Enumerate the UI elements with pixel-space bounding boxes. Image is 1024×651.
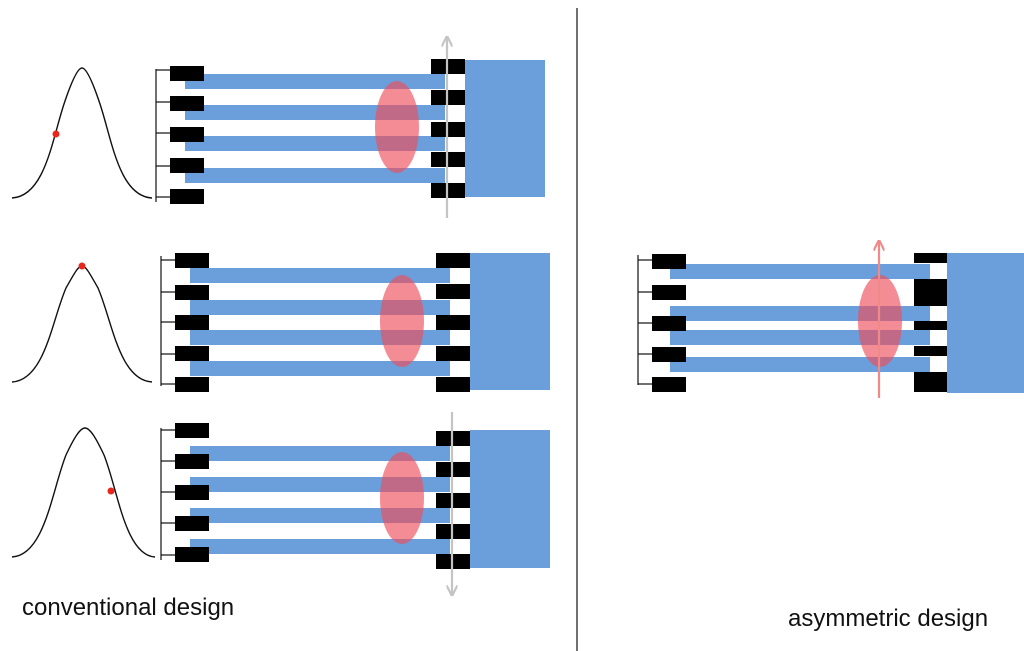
gaussian-curve-icon xyxy=(11,67,153,199)
input-electrodes xyxy=(175,423,209,562)
input-bus xyxy=(160,428,175,560)
focus-spot xyxy=(380,275,424,367)
conventional-panel-middle xyxy=(11,253,550,392)
input-bus xyxy=(160,256,175,386)
focus-spot xyxy=(380,452,424,544)
waveguide-array xyxy=(190,253,550,390)
asymmetric-design-caption: asymmetric design xyxy=(788,605,989,632)
waveguide-array xyxy=(185,60,545,197)
conventional-panel-bottom xyxy=(11,412,550,594)
waveguide-array xyxy=(190,430,550,568)
input-electrodes xyxy=(170,66,204,204)
red-dot-icon xyxy=(78,262,86,270)
gaussian-curve-icon xyxy=(11,265,153,383)
red-dot-icon xyxy=(107,487,115,495)
output-electrodes-asymmetric xyxy=(914,253,947,392)
focus-spot xyxy=(375,81,419,173)
input-bus xyxy=(637,255,652,385)
conventional-panel-top xyxy=(11,38,545,218)
input-electrodes xyxy=(652,254,686,392)
gaussian-curve-icon xyxy=(11,427,156,558)
output-electrodes xyxy=(431,59,465,198)
output-electrodes xyxy=(436,253,470,392)
asymmetric-panel xyxy=(637,242,1024,398)
input-electrodes xyxy=(175,253,209,392)
waveguide-array xyxy=(670,253,1024,393)
input-bus xyxy=(155,69,171,202)
conventional-design-caption: conventional design xyxy=(22,594,235,621)
red-dot-icon xyxy=(52,130,60,138)
